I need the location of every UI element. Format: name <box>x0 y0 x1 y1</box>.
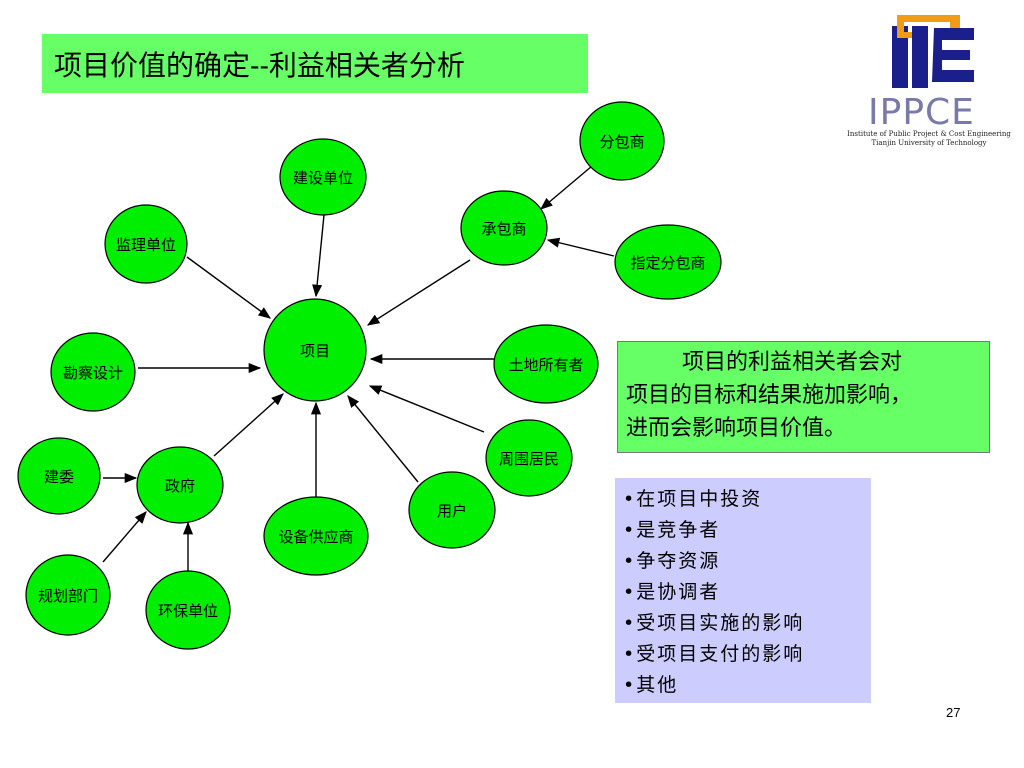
node-planning-dept: 规划部门 <box>25 554 111 636</box>
description-box: 项目的利益相关者会对 项目的目标和结果施加影响， 进而会影响项目价值。 <box>617 341 990 453</box>
arrow-construction-unit-to-project <box>312 214 325 298</box>
node-contractor-label: 承包商 <box>481 220 526 238</box>
logo-caption-line1: Institute of Public Project & Cost Engin… <box>847 130 1011 138</box>
list-item: •受项目支付的影响 <box>623 643 805 665</box>
list-item: •是竞争者 <box>623 519 721 541</box>
list-item: •受项目实施的影响 <box>623 612 805 634</box>
description-line2: 项目的目标和结果施加影响， <box>626 383 913 408</box>
node-designated-subcontractor-label: 指定分包商 <box>630 254 705 272</box>
node-government: 政府 <box>136 446 224 524</box>
node-landowner: 土地所有者 <box>493 324 599 404</box>
arrows <box>102 165 615 572</box>
arrow-planning-to-government <box>102 511 147 563</box>
node-project-label: 项目 <box>300 342 330 360</box>
node-users-label: 用户 <box>437 502 467 520</box>
arrow-government-to-project <box>213 393 284 457</box>
node-users: 用户 <box>408 471 496 549</box>
arrow-designated-to-contractor <box>546 237 615 257</box>
node-landowner-label: 土地所有者 <box>508 356 583 374</box>
node-subcontractor-label: 分包商 <box>599 133 644 151</box>
logo-wordmark: IPPCE <box>868 92 975 133</box>
page-number: 27 <box>946 705 961 720</box>
node-residents: 周围居民 <box>485 419 573 497</box>
node-equipment-supplier-label: 设备供应商 <box>278 528 353 546</box>
node-construction-committee-label: 建委 <box>44 468 74 486</box>
node-env-protection: 环保单位 <box>145 570 231 650</box>
node-planning-dept-label: 规划部门 <box>38 587 98 605</box>
list-item: •其他 <box>623 674 679 696</box>
arrow-supervision-to-project <box>186 256 272 319</box>
slide-title: 项目价值的确定--利益相关者分析 <box>42 34 588 93</box>
node-env-protection-label: 环保单位 <box>158 602 218 620</box>
logo-caption: Institute of Public Project & Cost Engin… <box>843 130 1015 148</box>
description-line3: 进而会影响项目价值。 <box>626 416 847 441</box>
node-construction-unit-label: 建设单位 <box>293 169 353 187</box>
list-item: •争夺资源 <box>623 550 721 572</box>
list-item: •是协调者 <box>623 581 721 603</box>
node-construction-unit: 建设单位 <box>279 138 367 216</box>
list-item: •在项目中投资 <box>623 488 763 510</box>
description-line1: 项目的利益相关者会对 <box>682 350 903 375</box>
node-supervision-unit-label: 监理单位 <box>116 236 176 254</box>
node-subcontractor: 分包商 <box>579 101 665 181</box>
arrow-users-to-project <box>347 395 419 483</box>
node-residents-label: 周围居民 <box>499 450 559 468</box>
node-construction-committee: 建委 <box>17 437 101 515</box>
logo-caption-line2: Tianjin University of Technology <box>871 139 987 147</box>
node-equipment-supplier: 设备供应商 <box>263 496 369 576</box>
ippce-logo <box>892 15 974 88</box>
node-designated-subcontractor: 指定分包商 <box>614 224 722 300</box>
arrow-subcontractor-to-contractor <box>540 165 593 210</box>
node-government-label: 政府 <box>165 477 195 495</box>
node-project: 项目 <box>263 298 367 402</box>
arrow-contractor-to-project <box>366 259 471 326</box>
node-survey-design-label: 勘察设计 <box>63 364 123 382</box>
node-supervision-unit: 监理单位 <box>104 204 188 284</box>
node-survey-design: 勘察设计 <box>50 332 136 412</box>
node-contractor: 承包商 <box>460 190 548 266</box>
stakeholder-role-list: •在项目中投资 •是竞争者 •争夺资源 •是协调者 •受项目实施的影响 •受项目… <box>615 478 871 703</box>
arrow-residents-to-project <box>368 385 485 433</box>
logo-mark-icon <box>892 15 974 88</box>
